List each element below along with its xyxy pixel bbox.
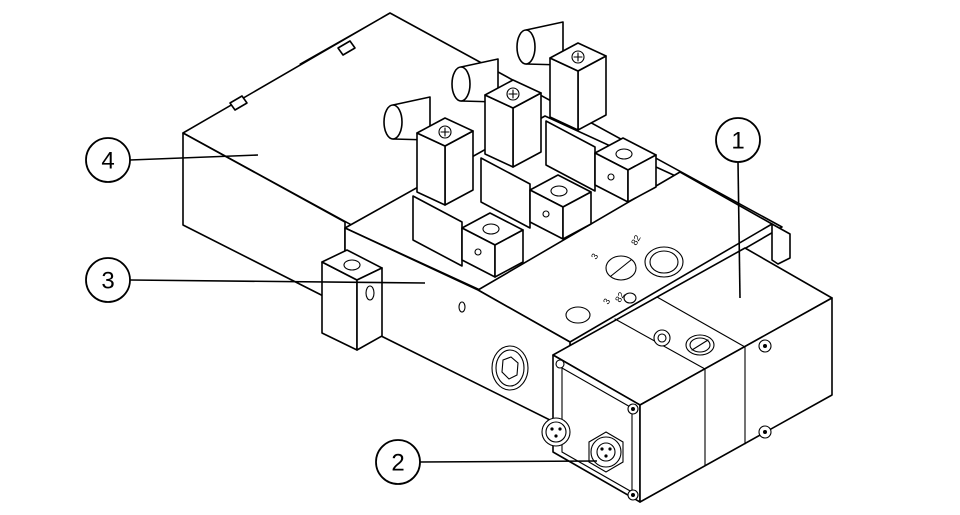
callout-3-leader [129,279,426,284]
valve-base-small-hole [458,301,466,313]
connector-a-pin-1 [550,427,554,431]
connector-b-inner [596,442,616,462]
callout-2: 2 [375,439,598,485]
port-mark-82-lower: 82 [613,290,627,304]
solenoid-valve-1 [383,96,524,278]
callout-4-circle [85,137,131,183]
callout-1-circle [715,117,761,163]
callout-1-label: 1 [731,128,744,155]
callout-1: 1 [715,117,761,299]
port-mark-82-upper: 82 [629,233,643,247]
port-mark-3-upper: 3 [589,252,600,261]
end-cap-screw-top-left [555,359,565,369]
rear-housing-notch-right [337,40,356,56]
port-mark-3-lower: 3 [601,297,612,306]
exhaust-hole [565,306,591,324]
rear-housing-notch-left [229,95,248,111]
manual-override-right [494,229,524,278]
callout-3: 3 [85,257,426,303]
manual-override-button [482,223,500,235]
manual-override-screw [542,210,550,218]
connector-b-pin-1 [600,447,604,451]
callout-2-circle [375,439,421,485]
connector-a-pin-3 [554,434,558,438]
coil-head-screw-cross [573,52,583,62]
callout-2-leader [419,460,598,463]
end-cap-screw-front-bottom-center [631,493,635,497]
pilot-selector-block: 3 82 3 82 [477,171,773,343]
bracket-top-hole [343,259,361,271]
end-cap-segment-line-2 [656,296,746,445]
end-cap-adjust-screw-slot [691,339,709,351]
manual-override-right [627,154,657,203]
electrical-end-cap [552,247,833,503]
callout-3-label: 3 [101,268,114,295]
callout-4-leader [129,154,259,161]
connector-b-pin-3 [604,454,608,458]
callout-3-circle [85,257,131,303]
valve-body-front [545,120,596,192]
small-port-hole [623,292,637,304]
callout-2-label: 2 [391,450,404,477]
end-cap-right-face [639,297,833,503]
bracket-side-hole [365,285,375,301]
manual-override-screw [474,248,482,256]
manual-override-screw [607,173,615,181]
mounting-bracket [321,249,383,351]
coil-head-screw-cross [508,89,518,99]
connector-a-pin-2 [558,427,562,431]
electrical-connectors [541,417,624,473]
callout-4: 4 [85,137,259,183]
solenoid-valve-3 [516,21,657,203]
end-cap-indicator-inner [657,333,667,343]
end-cap-screw-side-lower-center [763,430,767,434]
manual-override-button [615,148,633,160]
end-cap-screw-front-top-center [631,407,635,411]
coil-head-screw-cross [440,127,450,137]
supply-port-hex-plug [501,356,519,380]
valve-body-front [412,195,463,267]
bracket-right-face [356,267,383,351]
connector-b-pin-2 [608,447,612,451]
pilot-port-inner [649,250,679,274]
manual-override-button [550,185,568,197]
valve-tube-end [383,104,403,140]
connector-a-inner [545,421,567,443]
manual-override-right [562,191,592,240]
callout-1-leader [737,161,741,299]
valve-body-front [480,157,531,229]
solenoid-valve-2 [451,58,592,240]
valve-tube-end [516,29,536,65]
rear-housing-end-knob [771,223,791,265]
end-cap-screw-side-upper-center [763,344,767,348]
pilot-selector-slot [610,259,632,277]
valve-base-front [344,227,571,431]
valve-tube-end [451,66,471,102]
callout-4-label: 4 [101,148,114,175]
rear-housing-edge-line [299,12,391,65]
